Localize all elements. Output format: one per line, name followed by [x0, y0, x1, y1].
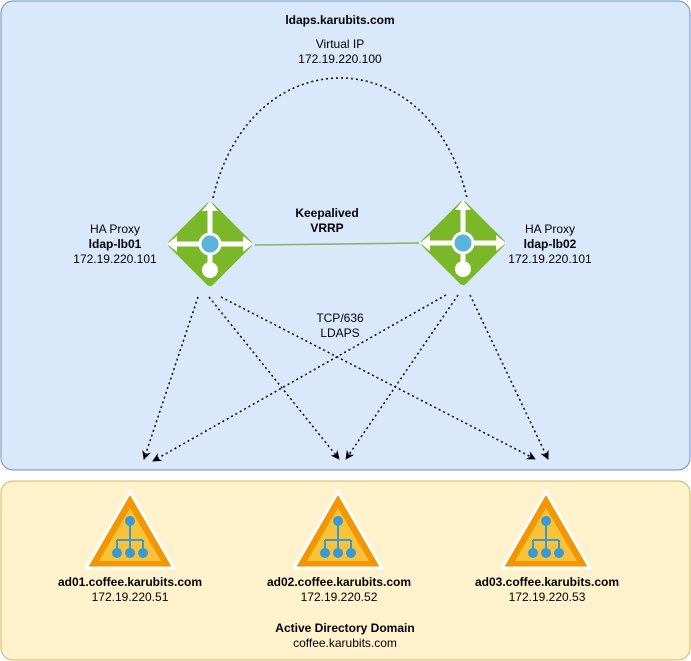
virtual-ip-address: 172.19.220.100: [298, 52, 382, 66]
ldaps-line1: TCP/636: [316, 311, 364, 325]
ldaps-zone-title: ldaps.karubits.com: [285, 13, 395, 27]
lb01-to-ad01-arrow: [142, 296, 199, 460]
proxy-name: ldap-lb02: [523, 237, 577, 251]
ldaps-line2: LDAPS: [320, 326, 360, 340]
lb02-to-ad01-arrow: [152, 294, 447, 462]
keepalived-label: Keepalived VRRP: [257, 206, 397, 236]
ldaps-connections: [142, 294, 549, 462]
domain-controller-label-ad01: ad01.coffee.karubits.com 172.19.220.51: [40, 575, 220, 605]
virtual-ip-arc: [212, 77, 468, 199]
proxy-role: HA Proxy: [524, 222, 575, 236]
lb01-to-ad03-arrow: [220, 296, 536, 460]
domain-controller-ip: 172.19.220.53: [508, 590, 586, 604]
domain-controller-label-ad03: ad03.coffee.karubits.com 172.19.220.53: [457, 575, 637, 605]
proxy-role: HA Proxy: [89, 222, 140, 236]
proxy-ip: 172.19.220.101: [73, 252, 157, 266]
ad-domain-name: coffee.karubits.com: [293, 636, 397, 650]
vrrp-link: [254, 242, 420, 246]
proxy-ip: 172.19.220.101: [508, 252, 592, 266]
proxy-name: ldap-lb01: [88, 237, 142, 251]
domain-controller-name: ad03.coffee.karubits.com: [474, 575, 620, 589]
domain-controller-label-ad02: ad02.coffee.karubits.com 172.19.220.52: [249, 575, 429, 605]
proxy-label-lb02: HA Proxy ldap-lb02 172.19.220.101: [495, 222, 605, 267]
lb02-to-ad02-arrow: [345, 294, 459, 460]
domain-controller-ip: 172.19.220.51: [91, 590, 169, 604]
ldaps-zone: [0, 0, 691, 471]
keepalived-line2: VRRP: [310, 221, 344, 235]
domain-controller-name: ad02.coffee.karubits.com: [266, 575, 412, 589]
active-directory-zone-label: Active Directory Domain coffee.karubits.…: [245, 621, 445, 651]
keepalived-line1: Keepalived: [295, 206, 359, 220]
ldaps-protocol-label: TCP/636 LDAPS: [270, 311, 410, 341]
ad-domain-title: Active Directory Domain: [275, 621, 415, 635]
virtual-ip-caption: Virtual IP: [315, 37, 365, 51]
proxy-label-lb01: HA Proxy ldap-lb01 172.19.220.101: [60, 222, 170, 267]
domain-controller-name: ad01.coffee.karubits.com: [57, 575, 203, 589]
virtual-ip-label: Virtual IP 172.19.220.100: [260, 37, 420, 67]
domain-controller-ip: 172.19.220.52: [300, 590, 378, 604]
lb02-to-ad03-arrow: [469, 294, 549, 460]
active-directory-zone: [0, 480, 691, 661]
